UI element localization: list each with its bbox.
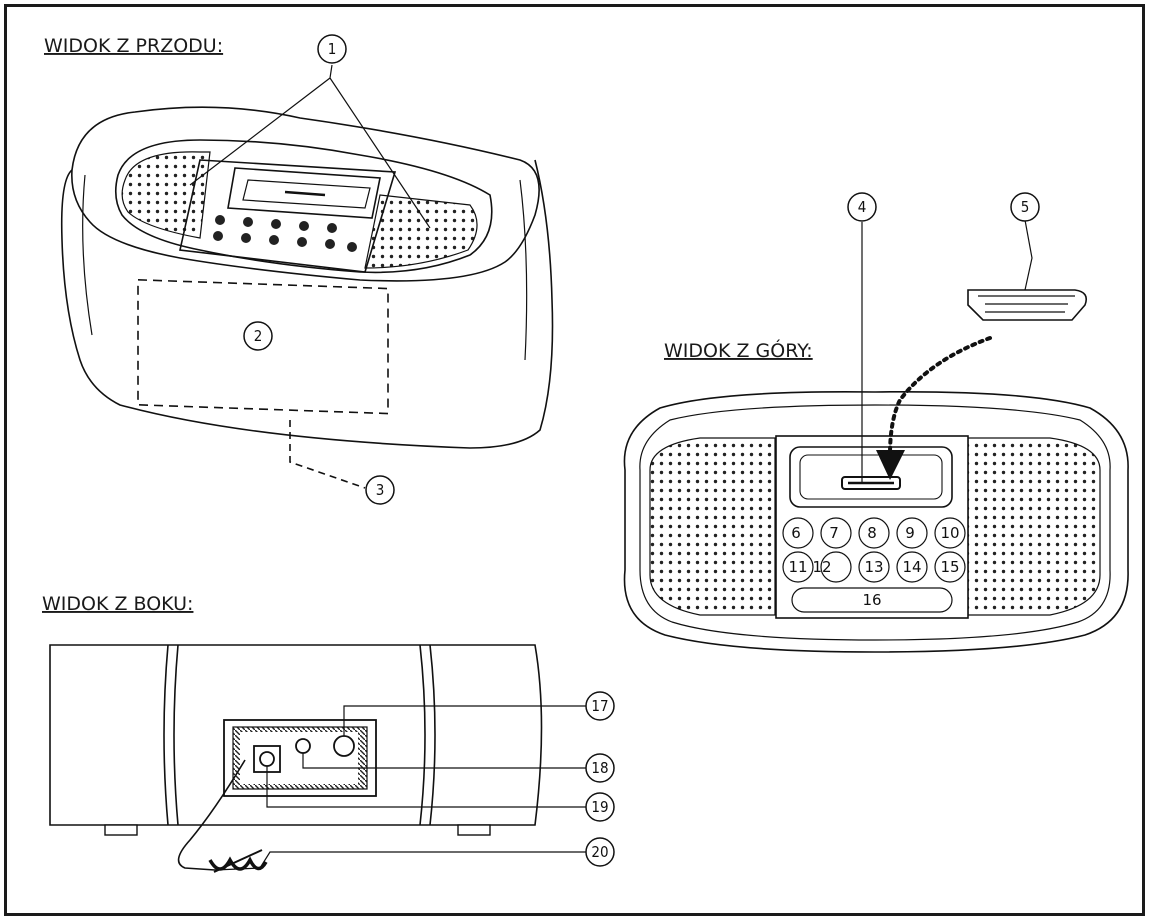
callout-1: 1 bbox=[328, 40, 337, 58]
key-label-14: 14 bbox=[902, 558, 921, 576]
callout-4: 4 bbox=[858, 198, 867, 216]
key-label-12: 12 bbox=[812, 558, 831, 576]
side-view-title: WIDOK Z BOKU: bbox=[42, 593, 193, 615]
key-label-7: 7 bbox=[829, 524, 839, 542]
key-label-8: 8 bbox=[867, 524, 877, 542]
callout-20: 20 bbox=[591, 843, 608, 861]
key-label-6: 6 bbox=[791, 524, 801, 542]
key-label-15: 15 bbox=[940, 558, 959, 576]
top-view-title: WIDOK Z GÓRY: bbox=[664, 338, 813, 362]
key-label-9: 9 bbox=[905, 524, 915, 542]
front-view-title: WIDOK Z PRZODU: bbox=[44, 35, 223, 57]
callout-17: 17 bbox=[591, 697, 608, 715]
callout-3: 3 bbox=[376, 481, 385, 499]
callout-5: 5 bbox=[1021, 198, 1030, 216]
key-label-13: 13 bbox=[864, 558, 883, 576]
key-label-16: 16 bbox=[862, 591, 881, 609]
front-view-drawing bbox=[60, 64, 554, 489]
top-view-drawing: 6 7 8 9 10 11 12 13 14 15 16 bbox=[623, 219, 1129, 653]
key-label-10: 10 bbox=[940, 524, 959, 542]
side-view-drawing bbox=[49, 644, 586, 873]
callout-19: 19 bbox=[591, 798, 608, 816]
callout-18: 18 bbox=[591, 759, 608, 777]
key-label-11: 11 bbox=[788, 558, 807, 576]
callout-2: 2 bbox=[254, 327, 263, 345]
